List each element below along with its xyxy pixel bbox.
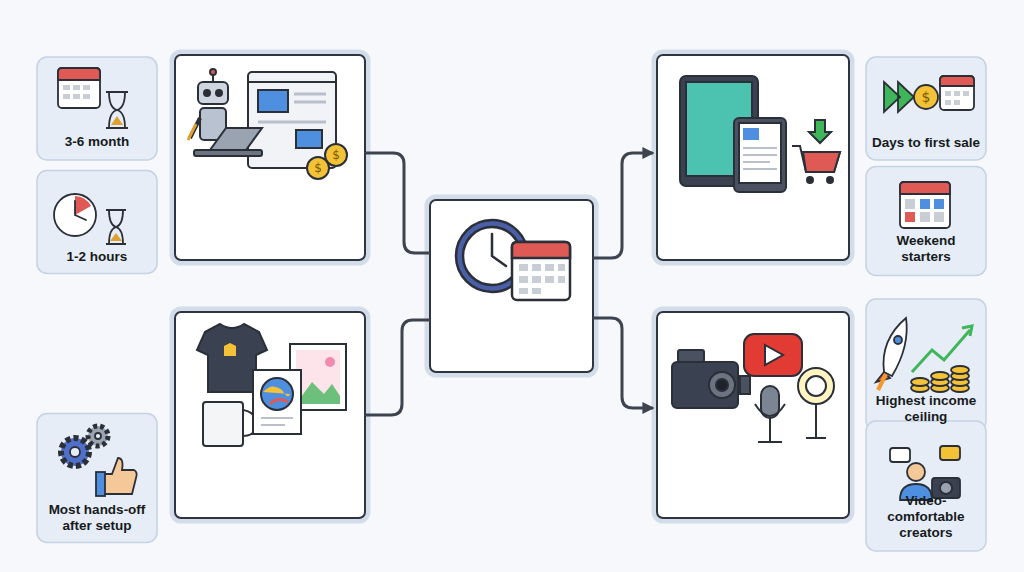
merch-illustration xyxy=(197,324,346,446)
panel-boxes xyxy=(172,52,852,521)
callout-label: 3-6 month xyxy=(61,134,134,150)
svg-text:$: $ xyxy=(332,148,340,162)
callout-box: Video-comfortable creators xyxy=(866,421,986,551)
callout-box: Highest income ceiling xyxy=(866,299,986,431)
callout-box: Weekend starters xyxy=(866,167,986,276)
connector-lines xyxy=(366,153,652,415)
callout-icons: $ xyxy=(54,68,974,500)
callout-label: 1-2 hours xyxy=(63,249,132,265)
ebook-illustration xyxy=(680,76,840,192)
callout-label: Days to first sale xyxy=(868,135,984,151)
callout-label: Highest income ceiling xyxy=(866,393,986,425)
svg-text:$: $ xyxy=(922,89,931,105)
video-gear-illustration xyxy=(672,334,834,442)
callout-box: Most hands-off after setup xyxy=(37,414,157,543)
callout-label: Most hands-off after setup xyxy=(37,502,157,534)
clock-calendar-icon xyxy=(456,220,570,300)
callout-label: Video-comfortable creators xyxy=(866,493,986,541)
svg-text:$: $ xyxy=(314,161,322,175)
callout-box: Days to first sale xyxy=(866,57,986,160)
callout-box: 3-6 month xyxy=(37,57,157,160)
robot-writer-illustration: $ $ xyxy=(188,69,347,179)
callout-box: 1-2 hours xyxy=(37,171,157,274)
callout-label: Weekend starters xyxy=(866,233,986,265)
